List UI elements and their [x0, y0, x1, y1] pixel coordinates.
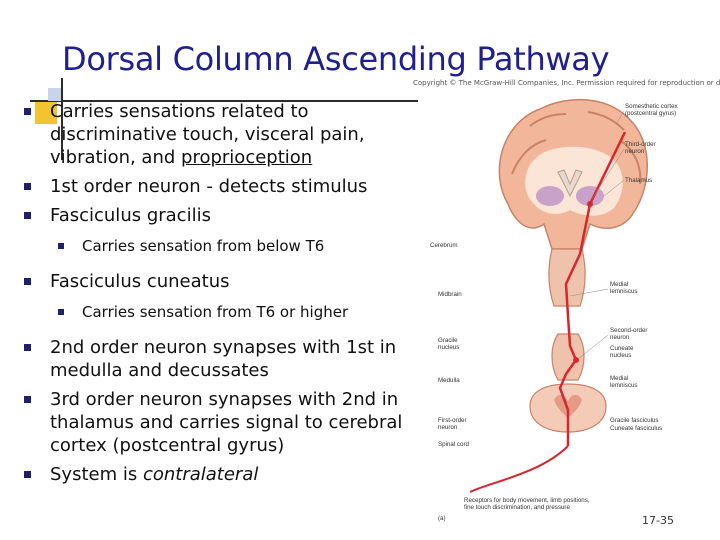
bullet-item: 1st order neuron - detects stimulus: [24, 175, 414, 198]
label-cerebrum: Cerebrum: [430, 242, 458, 249]
label-second-order: Second-order: [610, 327, 648, 334]
synapse-node: [587, 201, 593, 207]
bullet-item: Fasciculus gracilis: [24, 204, 414, 227]
label-cortex: Somesthetic cortex: [625, 103, 679, 110]
label-cuneate-nucleus: Cuneate: [610, 345, 634, 352]
label-first-order-sub: neuron: [438, 424, 458, 431]
label-midbrain: Midbrain: [438, 291, 462, 298]
label-first-order: First-order: [438, 417, 467, 424]
bullet-item: Fasciculus cuneatus: [24, 270, 414, 293]
bullet-marker-icon: [24, 471, 31, 478]
bullet-item: Carries sensations related to discrimina…: [24, 100, 414, 169]
bullet-marker-icon: [58, 309, 64, 315]
label-medial-lemniscus-sub: lemniscus: [610, 288, 638, 295]
decorative-vertical-bar: [61, 78, 63, 160]
label-medulla: Medulla: [438, 377, 460, 384]
bullet-item: System is contralateral: [24, 463, 414, 486]
underlined-term: proprioception: [181, 147, 313, 168]
label-cortex-sub: (postcentral gyrus): [625, 110, 676, 117]
label-spinal-cord: Spinal cord: [438, 441, 470, 448]
label-gracile-fasciculus: Gracile fasciculus: [610, 417, 659, 424]
sub-bullet-item: Carries sensation from T6 or higher: [24, 303, 414, 322]
slide-title: Dorsal Column Ascending Pathway: [62, 40, 610, 78]
medulla: [551, 333, 585, 381]
label-receptors-2: fine touch discrimination, and pressure: [464, 504, 570, 511]
thalamus-region-left: [536, 186, 564, 206]
label-gracile-nucleus: Gracile: [438, 337, 458, 344]
page-number: 17-35: [642, 514, 674, 527]
label-thalamus: Thalamus: [625, 177, 652, 184]
label-medial-lemniscus: Medial: [610, 281, 628, 288]
bullet-marker-icon: [24, 183, 31, 190]
copyright-notice: Copyright © The McGraw-Hill Companies, I…: [413, 79, 720, 87]
bullet-marker-icon: [24, 212, 31, 219]
label-third-order: Third-order: [625, 141, 656, 148]
bullet-marker-icon: [24, 344, 31, 351]
decorative-horizontal-rule: [30, 100, 418, 102]
dorsal-column-pathway-figure: Somesthetic cortex (postcentral gyrus) T…: [430, 98, 679, 522]
pathway-line: [558, 131, 627, 446]
brain-gyri: [511, 111, 642, 185]
bullet-item: 2nd order neuron synapses with 1st in me…: [24, 336, 414, 382]
italic-term: contralateral: [142, 464, 259, 485]
label-panel: (a): [438, 515, 446, 522]
label-receptors: Receptors for body movement, limb positi…: [464, 497, 590, 504]
decorative-blue-square: [48, 88, 61, 101]
label-gracile-nucleus-sub: nucleus: [438, 344, 459, 351]
label-third-order-sub: neuron: [625, 148, 645, 155]
bullet-list: Carries sensations related to discrimina…: [24, 100, 414, 492]
ventricles: [557, 169, 583, 198]
bullet-marker-icon: [58, 243, 64, 249]
synapse-node: [573, 357, 579, 363]
label-cuneate-fasciculus: Cuneate fasciculus: [610, 425, 662, 432]
bullet-marker-icon: [24, 278, 31, 285]
decorative-yellow-square: [35, 102, 57, 124]
label-leader-lines: [569, 110, 625, 360]
label-medial-lemniscus-2: Medial: [610, 375, 628, 382]
pathway-line-receptor: [469, 445, 569, 493]
bullet-marker-icon: [24, 108, 31, 115]
label-medial-lemniscus-2-sub: lemniscus: [610, 382, 638, 389]
sub-bullet-item: Carries sensation from below T6: [24, 237, 414, 256]
bullet-item: 3rd order neuron synapses with 2nd in th…: [24, 388, 414, 457]
label-cuneate-nucleus-sub: nucleus: [610, 352, 631, 359]
label-second-order-sub: neuron: [610, 334, 630, 341]
bullet-marker-icon: [24, 396, 31, 403]
